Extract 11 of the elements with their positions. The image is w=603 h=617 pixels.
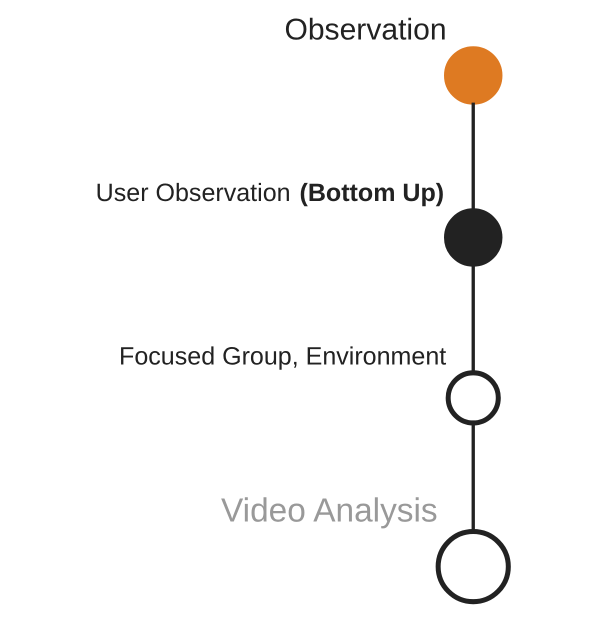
connector	[471, 102, 474, 210]
node-circle	[445, 370, 500, 426]
connector	[471, 264, 474, 373]
node-circle	[444, 46, 502, 105]
node-label: User Observation (Bottom Up)	[95, 178, 444, 207]
node-label: Focused Group, Environment	[118, 342, 446, 370]
node-circle	[444, 208, 502, 267]
node-label: Video Analysis	[220, 492, 438, 530]
node-circle	[435, 529, 510, 604]
connector	[471, 423, 474, 531]
node-label: Observation	[284, 13, 446, 46]
